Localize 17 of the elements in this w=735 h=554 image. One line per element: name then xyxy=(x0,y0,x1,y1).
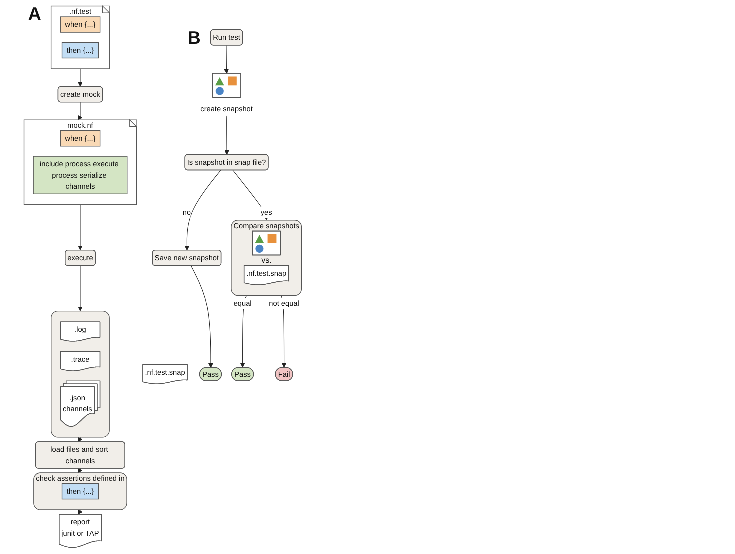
arrow xyxy=(184,170,222,251)
arrow xyxy=(78,266,83,312)
arrow xyxy=(78,510,83,515)
versus-text: vs. xyxy=(262,256,272,265)
arrow xyxy=(224,116,230,156)
arrow xyxy=(78,437,83,442)
arrow xyxy=(78,102,83,120)
arrow xyxy=(240,295,248,368)
arrow xyxy=(191,266,214,368)
cluster xyxy=(51,310,110,438)
panel-letter: B xyxy=(188,28,201,48)
arrow xyxy=(232,170,270,221)
arrow xyxy=(224,45,230,74)
panel-letter: A xyxy=(28,4,42,24)
arrow xyxy=(78,68,83,87)
arrow xyxy=(78,204,83,251)
arrow xyxy=(78,468,83,474)
